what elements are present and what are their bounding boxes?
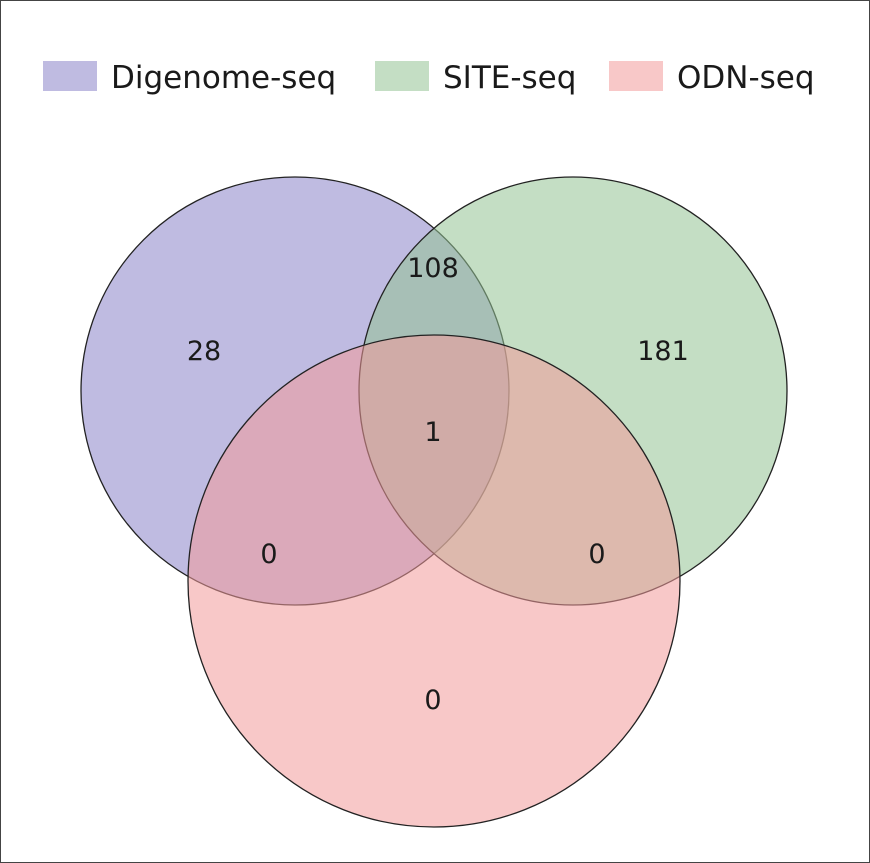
legend-label-odn-seq: ODN-seq <box>677 60 815 96</box>
legend-item-digenome-seq: Digenome-seq <box>43 60 336 96</box>
circle-odn-seq <box>187 334 681 828</box>
region-labels: 28 181 0 108 0 0 1 <box>187 253 689 716</box>
region-count-site-only: 181 <box>637 336 689 367</box>
legend-swatch-odn-seq <box>609 61 663 91</box>
legend: Digenome-seq SITE-seq ODN-seq <box>43 60 815 96</box>
region-count-all-three: 1 <box>424 417 441 448</box>
legend-label-digenome-seq: Digenome-seq <box>111 60 336 96</box>
legend-item-odn-seq: ODN-seq <box>609 60 815 96</box>
legend-item-site-seq: SITE-seq <box>375 60 576 96</box>
region-count-odn-only: 0 <box>424 685 441 716</box>
legend-swatch-digenome-seq <box>43 61 97 91</box>
venn-circles <box>80 176 788 828</box>
legend-label-site-seq: SITE-seq <box>443 60 576 96</box>
region-count-digenome-odn: 0 <box>260 539 277 570</box>
region-count-site-odn: 0 <box>588 539 605 570</box>
region-count-digenome-only: 28 <box>187 336 221 367</box>
legend-swatch-site-seq <box>375 61 429 91</box>
region-count-digenome-site: 108 <box>407 253 459 284</box>
